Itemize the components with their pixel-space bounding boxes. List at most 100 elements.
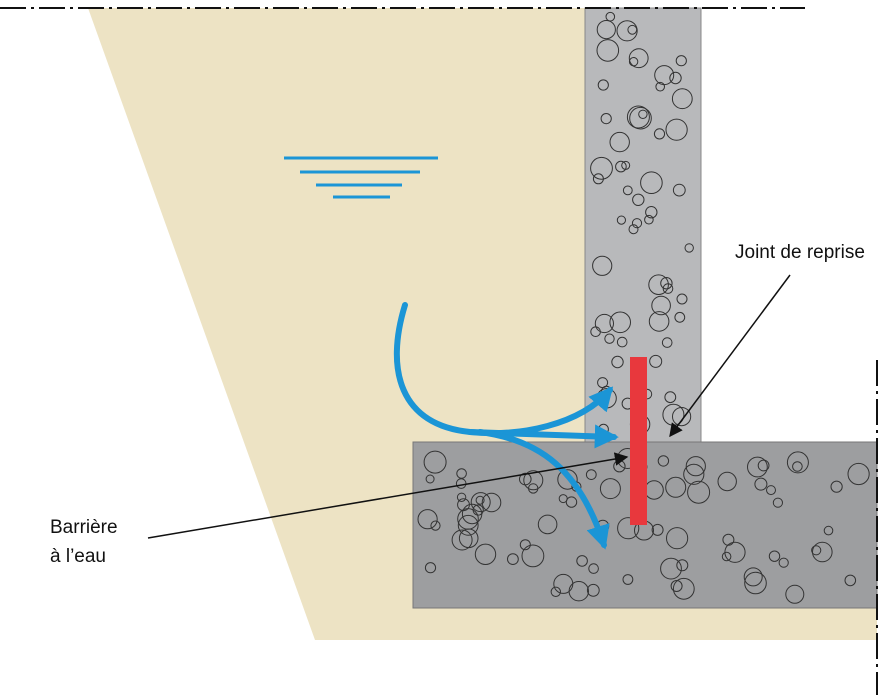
aggregate-bubble [651, 295, 671, 316]
aggregate-bubble [456, 468, 467, 479]
aggregate-bubble [615, 160, 627, 173]
aggregate-bubble [617, 517, 640, 540]
aggregate-bubble [648, 274, 669, 296]
aggregate-bubble [537, 514, 558, 535]
aggregate-bubble [651, 523, 664, 536]
aggregate-bubble [768, 550, 781, 562]
aggregate-bubble [425, 474, 435, 484]
aggregate-bubble [722, 533, 735, 546]
aggregate-bubble [660, 277, 673, 290]
aggregate-bubble [724, 541, 746, 563]
aggregate-bubble [553, 573, 574, 594]
aggregate-bubble [666, 527, 689, 550]
aggregate-bubble [424, 562, 437, 574]
aggregate-bubble [754, 477, 768, 491]
aggregate-bubble [457, 514, 479, 536]
aggregate-bubble [576, 555, 588, 567]
aggregate-bubble [653, 128, 666, 140]
aggregate-bubble [596, 39, 620, 62]
aggregate-bubble [640, 171, 663, 194]
aggregate-bubble [519, 539, 531, 551]
aggregate-bubble [631, 218, 643, 229]
aggregate-bubble [811, 545, 822, 556]
aggregate-bubble [685, 456, 706, 477]
aggregate-bubble [676, 559, 689, 572]
aggregate-bubble [766, 485, 776, 496]
aggregate-bubble [627, 24, 638, 35]
aggregate-bubble [830, 480, 843, 493]
aggregate-bubble [772, 497, 784, 508]
aggregate-bubble [592, 255, 613, 276]
aggregate-bubble [474, 543, 497, 565]
aggregate-bubble [661, 337, 673, 348]
aggregate-bubble [600, 113, 612, 125]
aggregate-bubble [628, 224, 639, 235]
aggregate-bubble [812, 541, 833, 563]
label-barriere-line2: à l’eau [50, 546, 106, 567]
aggregate-bubble [632, 193, 645, 207]
aggregate-bubble [847, 462, 870, 486]
aggregate-bubble [644, 214, 654, 225]
aggregate-bubble [417, 509, 438, 530]
aggregate-bubble [665, 476, 687, 498]
water-level-icon [284, 156, 438, 199]
barrier-leader-arrow [147, 452, 629, 539]
aggregate-bubble [597, 79, 609, 91]
aggregate-bubble [665, 118, 688, 141]
aggregate-bubble [684, 243, 694, 253]
aggregate-bubble [456, 492, 467, 502]
aggregate-bubble [616, 336, 628, 348]
aggregate-bubble [721, 551, 732, 562]
aggregate-bubble [470, 492, 491, 513]
aggregate-bubble [664, 391, 677, 404]
aggregate-bubble [669, 71, 682, 85]
aggregate-bubble [481, 492, 502, 513]
aggregate-bubble [844, 574, 857, 587]
aggregate-bubble [594, 313, 615, 334]
soil [88, 8, 877, 640]
label-joint-de-reprise: Joint de reprise [735, 242, 865, 263]
aggregate-bubble [596, 20, 616, 40]
aggregate-bubble [649, 354, 663, 368]
aggregate-bubble [785, 584, 805, 604]
aggregate-bubble [622, 574, 634, 585]
aggregate-bubble [628, 48, 649, 69]
aggregate-bubble [655, 81, 666, 92]
aggregate-bubble [611, 355, 624, 369]
aggregate-bubble [605, 11, 616, 22]
aggregate-bubble [645, 206, 658, 219]
aggregate-bubble [609, 311, 632, 334]
aggregate-bubble [638, 109, 648, 120]
aggregate-bubble [604, 333, 615, 344]
aggregate-bubble [626, 105, 650, 129]
aggregate-bubble [744, 571, 767, 595]
aggregate-bubble [430, 520, 441, 531]
aggregate-bubble [521, 544, 545, 568]
aggregate-bubble [657, 455, 670, 467]
aggregate-bubble [550, 586, 561, 597]
aggregate-bubble [616, 20, 638, 42]
aggregate-bubble [687, 480, 711, 504]
water-flow-arrows [393, 302, 619, 550]
aggregate-bubble [616, 215, 627, 225]
aggregate-bubble [717, 471, 737, 492]
aggregate-bubble [675, 55, 687, 67]
aggregate-bubble [672, 577, 695, 600]
aggregate-bubble [451, 529, 473, 551]
aggregate-bubble [676, 293, 688, 305]
aggregate-bubble [565, 496, 578, 508]
aggregate-bubble [507, 553, 519, 565]
aggregate-bubble [672, 183, 686, 197]
aggregate-bubble [609, 131, 630, 153]
aggregate-bubble [557, 469, 578, 490]
aggregate-bubble [629, 106, 652, 130]
aggregate-bubble [523, 470, 544, 491]
aggregate-bubble [622, 185, 633, 196]
aggregate-bubble [823, 525, 834, 536]
aggregate-bubble [586, 583, 600, 597]
aggregate-bubble [599, 478, 621, 500]
aggregate-bubble [747, 456, 768, 478]
aggregate-bubble [683, 463, 705, 485]
aggregate-bubble [670, 580, 683, 592]
aggregate-bubble [461, 503, 483, 525]
